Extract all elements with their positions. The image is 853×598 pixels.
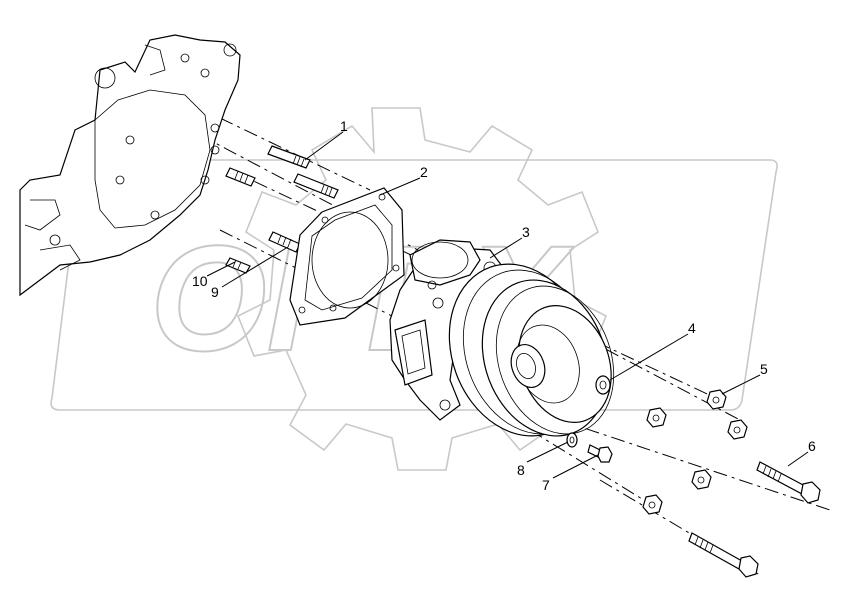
bolt-1: [756, 461, 821, 504]
engine-front-cover: [19, 34, 241, 297]
nuts: [642, 389, 748, 515]
screw: [587, 444, 613, 463]
stud-10: [225, 167, 256, 187]
callout-7: 7: [542, 477, 550, 493]
callout-3: 3: [522, 224, 530, 240]
callout-6: 6: [808, 438, 816, 454]
water-pump: [389, 239, 615, 437]
studs: [225, 145, 339, 274]
callout-5: 5: [760, 361, 768, 377]
callout-4: 4: [688, 320, 696, 336]
nut-2: [646, 407, 667, 428]
callout-9: 9: [211, 284, 219, 300]
lock-washer: [566, 432, 578, 448]
nut-5: [642, 494, 663, 515]
callouts: 1 2 3 4 5 6 7 8 9 10: [192, 118, 816, 493]
gasket: [289, 187, 405, 326]
bolt-2: [688, 532, 759, 578]
callout-8: 8: [517, 462, 525, 478]
pulley: [448, 263, 615, 437]
watermark-gear: [236, 107, 608, 471]
leader-lines: [206, 131, 809, 479]
stud-9: [268, 231, 301, 253]
callout-10: 10: [192, 273, 208, 289]
bolts: [688, 461, 821, 578]
nut-1: [706, 389, 727, 410]
callout-2: 2: [420, 164, 428, 180]
nut-3: [727, 419, 748, 440]
nut-4: [691, 469, 712, 490]
stud-1b: [293, 173, 339, 199]
callout-1: 1: [340, 118, 348, 134]
washer: [595, 375, 611, 395]
stud-1a: [267, 145, 311, 169]
